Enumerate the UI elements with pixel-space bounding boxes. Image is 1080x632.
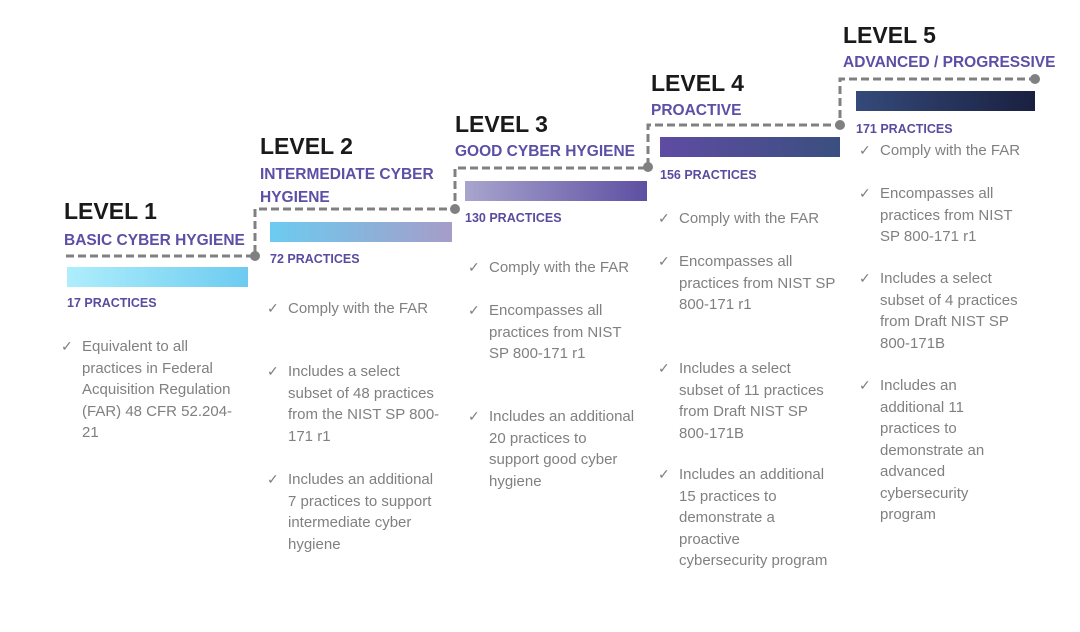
check-icon: ✓	[658, 360, 670, 376]
bullet-text: Includes a select subset of 4 practices …	[880, 270, 1018, 352]
connector-dot	[643, 162, 653, 172]
level-progress-bar	[465, 181, 647, 201]
level-title: LEVEL 1	[64, 198, 157, 224]
check-icon: ✓	[859, 185, 871, 201]
bullet-item: ✓ Encompasses all practices from NIST SP …	[859, 183, 1013, 248]
bullet-text: Comply with the FAR	[288, 300, 429, 317]
bullet-item: ✓ Includes a select subset of 48 practice…	[267, 361, 440, 447]
bullet-text: Encompasses all practices from NIST SP 8…	[489, 302, 622, 362]
level-progress-bar	[67, 267, 248, 287]
level-title: LEVEL 4	[651, 70, 744, 96]
bullet-text: Comply with the FAR	[679, 210, 820, 227]
bullet-text: Encompasses all practices from NIST SP 8…	[679, 253, 836, 313]
check-icon: ✓	[61, 338, 73, 354]
bullet-item: ✓ Includes a select subset of 4 practices…	[859, 268, 1018, 354]
check-icon: ✓	[267, 471, 279, 487]
level-subtitle: ADVANCED / PROGRESSIVE	[843, 54, 1056, 71]
bullet-text: Equivalent to all practices in Federal A…	[82, 338, 233, 441]
level-subtitle: PROACTIVE	[651, 102, 742, 119]
connector-dot	[450, 204, 460, 214]
check-icon: ✓	[859, 142, 871, 158]
bullet-item: ✓ Includes an additional 7 practices to s…	[267, 469, 434, 555]
check-icon: ✓	[859, 270, 871, 286]
connector-dot	[250, 251, 260, 261]
check-icon: ✓	[658, 253, 670, 269]
check-icon: ✓	[267, 300, 279, 316]
bullet-item: ✓ Comply with the FAR	[658, 208, 820, 230]
check-icon: ✓	[658, 466, 670, 482]
bullet-item: ✓ Encompasses all practices from NIST SP …	[468, 300, 622, 365]
bullet-text: Includes a select subset of 11 practices…	[679, 360, 824, 442]
connector-dot	[835, 120, 845, 130]
practices-count: 156 PRACTICES	[660, 168, 757, 182]
level-subtitle: BASIC CYBER HYGIENE	[64, 232, 245, 249]
bullet-item: ✓ Comply with the FAR	[267, 298, 429, 320]
level-title: LEVEL 5	[843, 22, 936, 48]
check-icon: ✓	[658, 210, 670, 226]
bullet-text: Includes an additional 15 practices to d…	[679, 466, 828, 569]
check-icon: ✓	[468, 408, 480, 424]
connector-dot	[1030, 74, 1040, 84]
bullet-item: ✓ Includes a select subset of 11 practice…	[658, 358, 824, 444]
bullet-item: ✓ Includes an additional 11 practices to …	[859, 375, 985, 526]
bullet-item: ✓ Encompasses all practices from NIST SP …	[658, 251, 836, 316]
level-title: LEVEL 3	[455, 111, 548, 137]
practices-count: 171 PRACTICES	[856, 122, 953, 136]
level-progress-bar	[856, 91, 1035, 111]
level-progress-bar	[270, 222, 452, 242]
check-icon: ✓	[468, 302, 480, 318]
bullet-item: ✓ Comply with the FAR	[468, 257, 630, 279]
level-subtitle: INTERMEDIATE CYBER HYGIENE	[260, 166, 434, 206]
level-subtitle: GOOD CYBER HYGIENE	[455, 143, 635, 160]
bullet-text: Comply with the FAR	[489, 259, 630, 276]
bullet-item: ✓ Includes an additional 20 practices to …	[468, 406, 635, 492]
bullet-text: Encompasses all practices from NIST SP 8…	[880, 185, 1013, 245]
check-icon: ✓	[468, 259, 480, 275]
practices-count: 72 PRACTICES	[270, 252, 360, 266]
bullet-text: Includes an additional 7 practices to su…	[288, 471, 434, 553]
bullet-text: Comply with the FAR	[880, 142, 1021, 159]
check-icon: ✓	[267, 363, 279, 379]
bullet-text: Includes a select subset of 48 practices…	[288, 363, 440, 445]
bullet-item: ✓ Includes an additional 15 practices to …	[658, 464, 828, 572]
practices-count: 17 PRACTICES	[67, 296, 157, 310]
bullet-text: Includes an additional 20 practices to s…	[489, 408, 635, 490]
bullet-item: ✓ Comply with the FAR	[859, 140, 1021, 162]
level-title: LEVEL 2	[260, 133, 353, 159]
level-progress-bar	[660, 137, 840, 157]
check-icon: ✓	[859, 377, 871, 393]
bullet-item: ✓ Equivalent to all practices in Federal …	[61, 336, 233, 444]
bullet-text: Includes an additional 11 practices to d…	[880, 377, 985, 523]
dashed-step-line	[66, 77, 1035, 258]
practices-count: 130 PRACTICES	[465, 211, 562, 225]
